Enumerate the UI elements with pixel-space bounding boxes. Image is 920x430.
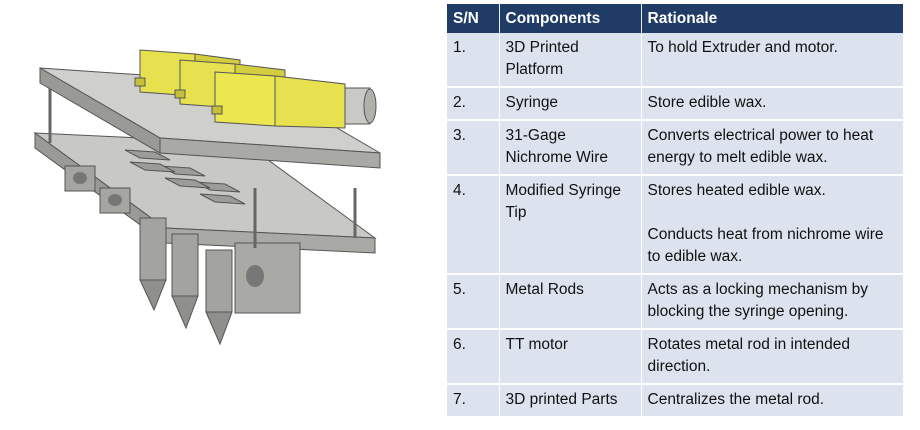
- rationale-text: Conducts heat from nichrome wire to edib…: [647, 226, 884, 265]
- row-sn: 7.: [447, 384, 500, 416]
- row-component: Syringe: [499, 87, 642, 121]
- rationale-text: Centralizes the metal rod.: [647, 391, 825, 408]
- rationale-text: Acts as a locking mechanism by blocking …: [647, 281, 869, 320]
- row-component: 31-Gage Nichrome Wire: [499, 120, 642, 176]
- paragraph-gap: [648, 202, 898, 224]
- row-rationale: Stores heated edible wax. Conducts heat …: [641, 175, 903, 275]
- row-rationale: Acts as a locking mechanism by blocking …: [641, 274, 903, 330]
- row-rationale: To hold Extruder and motor.: [641, 33, 903, 88]
- table-row: 2. Syringe Store edible wax.: [447, 87, 903, 121]
- table-row: 6. TT motor Rotates metal rod in intende…: [447, 329, 903, 385]
- row-rationale: Centralizes the metal rod.: [641, 384, 903, 416]
- row-sn: 1.: [447, 33, 500, 88]
- table-row: 5. Metal Rods Acts as a locking mechanis…: [447, 274, 903, 330]
- row-sn: 4.: [447, 175, 500, 275]
- table-row: 1. 3D Printed Platform To hold Extruder …: [447, 33, 903, 88]
- row-sn: 2.: [447, 87, 500, 121]
- row-sn: 3.: [447, 120, 500, 176]
- row-sn: 5.: [447, 274, 500, 330]
- rationale-text: Stores heated edible wax.: [647, 182, 826, 199]
- row-component: Metal Rods: [499, 274, 642, 330]
- header-components: Components: [499, 4, 642, 33]
- row-component: 3D Printed Platform: [499, 33, 642, 88]
- row-component: 3D printed Parts: [499, 384, 642, 416]
- row-rationale: Store edible wax.: [641, 87, 903, 121]
- header-sn: S/N: [447, 4, 500, 33]
- extruder-assembly-render: [30, 38, 430, 378]
- table-row: 7. 3D printed Parts Centralizes the meta…: [447, 384, 903, 416]
- row-rationale: Converts electrical power to heat energy…: [641, 120, 903, 176]
- row-component: TT motor: [499, 329, 642, 385]
- table-header-row: S/N Components Rationale: [447, 4, 903, 33]
- row-rationale: Rotates metal rod in intended direction.: [641, 329, 903, 385]
- table-row: 3. 31-Gage Nichrome Wire Converts electr…: [447, 120, 903, 176]
- row-sn: 6.: [447, 329, 500, 385]
- header-rationale: Rationale: [641, 4, 903, 33]
- rationale-text: Store edible wax.: [647, 94, 767, 111]
- rationale-text: Converts electrical power to heat energy…: [647, 127, 874, 166]
- rationale-text: Rotates metal rod in intended direction.: [647, 336, 850, 375]
- table-row: 4. Modified Syringe Tip Stores heated ed…: [447, 175, 903, 275]
- rationale-text: To hold Extruder and motor.: [647, 39, 838, 56]
- components-table: S/N Components Rationale 1. 3D Printed P…: [447, 4, 903, 416]
- row-component: Modified Syringe Tip: [499, 175, 642, 275]
